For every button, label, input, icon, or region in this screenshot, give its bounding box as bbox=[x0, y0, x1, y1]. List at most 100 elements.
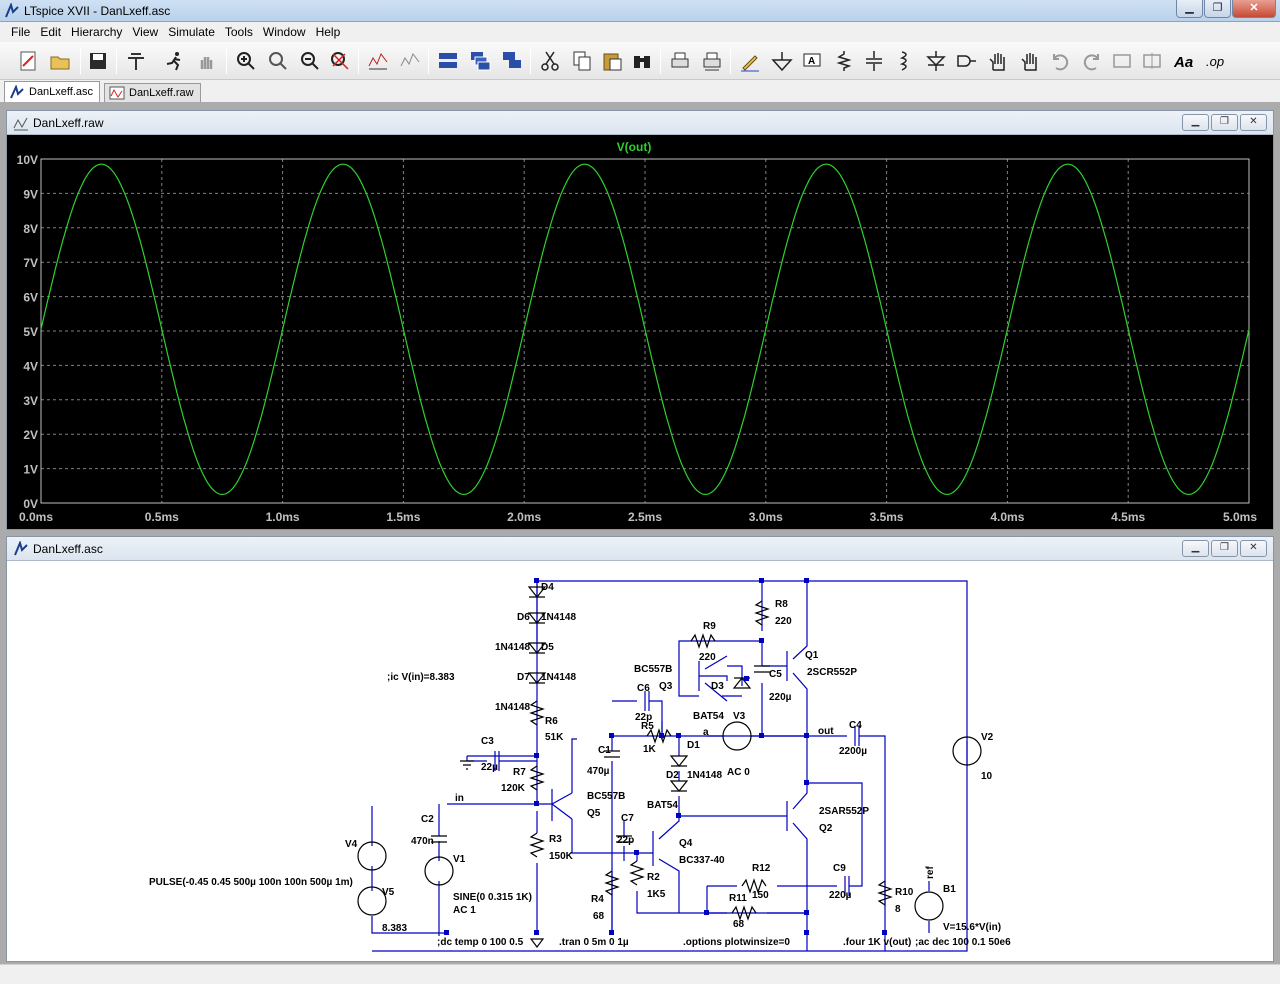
drag-hand-icon[interactable] bbox=[1016, 47, 1044, 75]
menu-view[interactable]: View bbox=[132, 25, 159, 39]
source-v5[interactable] bbox=[357, 886, 387, 916]
menu-simulate[interactable]: Simulate bbox=[168, 25, 215, 39]
source-v4[interactable] bbox=[357, 841, 387, 871]
zoom-fit-icon[interactable] bbox=[326, 47, 354, 75]
resistor-r5[interactable] bbox=[646, 728, 672, 744]
close-button[interactable]: ✕ bbox=[1232, 0, 1276, 18]
mirror-icon[interactable] bbox=[1138, 47, 1166, 75]
label-r8: R8 bbox=[775, 599, 788, 610]
label-q4: Q4 bbox=[679, 838, 693, 849]
cascade-icon[interactable] bbox=[466, 47, 494, 75]
save-icon[interactable] bbox=[84, 47, 112, 75]
print-icon[interactable] bbox=[666, 47, 694, 75]
resistor-r6[interactable] bbox=[529, 700, 545, 726]
plot-close-button[interactable]: ✕ bbox=[1240, 114, 1267, 131]
trace-v-out[interactable] bbox=[40, 163, 1250, 496]
menu-help[interactable]: Help bbox=[315, 25, 341, 39]
diode-d5[interactable] bbox=[527, 642, 547, 654]
source-v1[interactable] bbox=[424, 856, 454, 886]
tab-schematic[interactable]: DanLxeff.asc bbox=[4, 81, 101, 102]
diode-d6[interactable] bbox=[527, 612, 547, 624]
resistor-r3[interactable] bbox=[529, 832, 545, 858]
ltspice-app-icon bbox=[5, 3, 19, 18]
move-hand-icon[interactable] bbox=[984, 47, 1012, 75]
resistor-r10[interactable] bbox=[877, 880, 893, 906]
source-b1[interactable] bbox=[914, 891, 944, 921]
menu-edit[interactable]: Edit bbox=[40, 25, 62, 39]
find-binoculars-icon[interactable] bbox=[628, 47, 656, 75]
label-d5-value: 1N4148 bbox=[495, 642, 530, 653]
menu-window[interactable]: Window bbox=[262, 25, 306, 39]
tab-waveform[interactable]: DanLxeff.raw bbox=[104, 83, 201, 102]
spice-directive-icon[interactable]: .op bbox=[1202, 47, 1230, 75]
paste-icon[interactable] bbox=[598, 47, 626, 75]
status-bar bbox=[0, 964, 1280, 984]
resistor-r9[interactable] bbox=[690, 633, 716, 649]
resistor-r7[interactable] bbox=[529, 765, 545, 791]
capacitor-icon[interactable] bbox=[860, 47, 888, 75]
new-schematic-icon[interactable] bbox=[14, 47, 42, 75]
run-icon[interactable] bbox=[160, 47, 188, 75]
maximize-button[interactable]: ❐ bbox=[1204, 0, 1231, 18]
plot-minimize-button[interactable]: ▁ bbox=[1182, 114, 1209, 131]
capacitor-c7[interactable] bbox=[616, 835, 632, 843]
component-icon[interactable] bbox=[952, 47, 980, 75]
redo-icon[interactable] bbox=[1078, 47, 1106, 75]
zoom-in-icon[interactable] bbox=[232, 47, 260, 75]
resistor-icon[interactable] bbox=[830, 47, 858, 75]
diode-d2[interactable] bbox=[669, 780, 689, 792]
rotate-icon[interactable] bbox=[1108, 47, 1136, 75]
ground-symbol bbox=[460, 760, 474, 770]
autorange-icon[interactable] bbox=[364, 47, 392, 75]
diode-d4[interactable] bbox=[527, 586, 547, 598]
open-folder-icon[interactable] bbox=[46, 47, 74, 75]
diode-d1[interactable] bbox=[669, 755, 689, 767]
source-v3[interactable] bbox=[722, 721, 752, 751]
plot-restore-button[interactable]: ❐ bbox=[1211, 114, 1238, 131]
menu-file[interactable]: File bbox=[11, 25, 31, 39]
resistor-r11[interactable] bbox=[731, 905, 757, 921]
undo-icon[interactable] bbox=[1046, 47, 1074, 75]
resistor-r2[interactable] bbox=[629, 860, 645, 886]
capacitor-c5[interactable] bbox=[754, 665, 770, 673]
label-r7: R7 bbox=[513, 767, 526, 778]
cut-icon[interactable] bbox=[536, 47, 564, 75]
schematic-components bbox=[357, 586, 982, 948]
schematic-close-button[interactable]: ✕ bbox=[1240, 540, 1267, 557]
schematic-canvas[interactable]: D4 D6 1N4148 1N4148 D5 D7 1N4148 1N4148 … bbox=[7, 561, 1273, 961]
label-v1-ac: AC 1 bbox=[453, 905, 476, 916]
text-icon[interactable]: Aa bbox=[1170, 47, 1198, 75]
diode-icon[interactable] bbox=[922, 47, 950, 75]
source-v2[interactable] bbox=[952, 736, 982, 766]
manual-limits-icon[interactable] bbox=[396, 47, 424, 75]
menu-tools[interactable]: Tools bbox=[224, 25, 253, 39]
label-d4: D4 bbox=[541, 582, 554, 593]
capacitor-c2[interactable] bbox=[431, 835, 447, 843]
inductor-icon[interactable] bbox=[890, 47, 918, 75]
diode-d7[interactable] bbox=[527, 672, 547, 684]
minimize-button[interactable]: ▁ bbox=[1176, 0, 1203, 18]
halt-hand-icon[interactable] bbox=[192, 47, 220, 75]
label-r7-value: 120K bbox=[501, 783, 526, 794]
print-preview-icon[interactable] bbox=[698, 47, 726, 75]
tile-horizontal-icon[interactable] bbox=[434, 47, 462, 75]
resistor-r12[interactable] bbox=[741, 878, 767, 894]
tile-vertical-icon[interactable] bbox=[498, 47, 526, 75]
resistor-r4[interactable] bbox=[604, 870, 620, 896]
plot-trace-title[interactable]: V(out) bbox=[617, 140, 652, 154]
schematic-restore-button[interactable]: ❐ bbox=[1211, 540, 1238, 557]
resistor-r8[interactable] bbox=[754, 600, 770, 626]
zoom-out-icon[interactable] bbox=[296, 47, 324, 75]
control-panel-icon[interactable] bbox=[122, 47, 150, 75]
ground-icon[interactable] bbox=[768, 47, 796, 75]
schematic-minimize-button[interactable]: ▁ bbox=[1182, 540, 1209, 557]
label-net-icon[interactable]: A bbox=[798, 47, 826, 75]
menu-hierarchy[interactable]: Hierarchy bbox=[71, 25, 123, 39]
capacitor-c1[interactable] bbox=[604, 750, 620, 758]
plot-window-titlebar: DanLxeff.raw ▁ ❐ ✕ bbox=[7, 111, 1273, 135]
pan-icon[interactable] bbox=[264, 47, 292, 75]
copy-icon[interactable] bbox=[568, 47, 596, 75]
label-v5: V5 bbox=[382, 887, 395, 898]
draw-wire-pencil-icon[interactable] bbox=[736, 47, 764, 75]
